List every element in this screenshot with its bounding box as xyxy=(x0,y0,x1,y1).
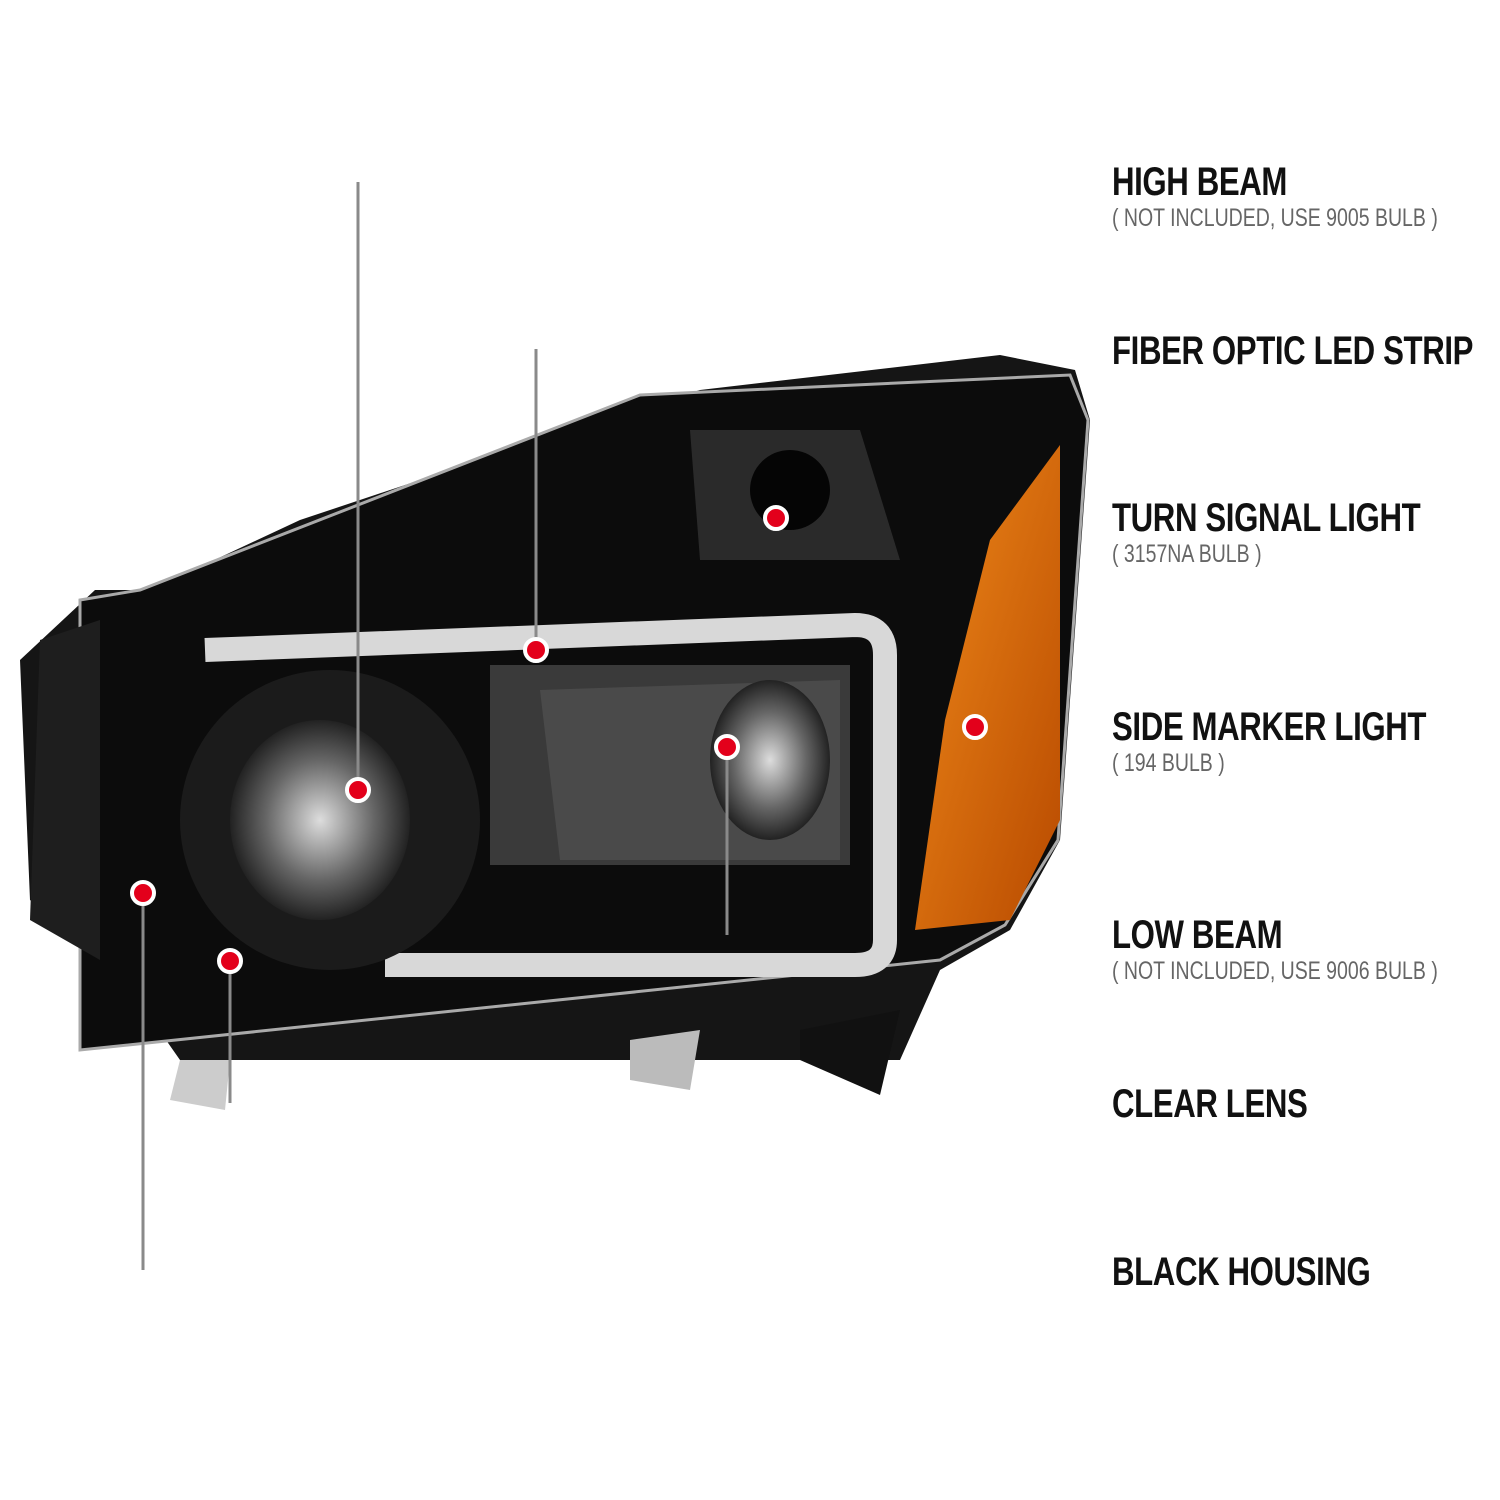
high-beam-dot xyxy=(345,777,371,803)
callout-lines xyxy=(141,180,1100,1272)
callout-low-beam: LOW BEAM ( NOT INCLUDED, USE 9006 BULB ) xyxy=(1112,915,1500,984)
callout-subtitle: ( 3157NA BULB ) xyxy=(1112,540,1262,568)
callout-side-marker-light: SIDE MARKER LIGHT ( 194 BULB ) xyxy=(1112,707,1500,776)
callout-title: SIDE MARKER LIGHT xyxy=(1112,705,1427,749)
callout-clear-lens: CLEAR LENS xyxy=(1112,1084,1363,1124)
black-housing-dot xyxy=(130,880,156,906)
callout-title: CLEAR LENS xyxy=(1112,1082,1308,1126)
callout-title: FIBER OPTIC LED STRIP xyxy=(1112,329,1474,373)
callout-black-housing: BLACK HOUSING xyxy=(1112,1252,1443,1292)
side-marker-lens xyxy=(915,445,1060,930)
clear-lens-dot xyxy=(217,948,243,974)
turn-signal-dot xyxy=(763,505,789,531)
callout-title: TURN SIGNAL LIGHT xyxy=(1112,496,1421,540)
fiber-strip-dot xyxy=(523,637,549,663)
callout-fiber-optic-led-strip: FIBER OPTIC LED STRIP xyxy=(1112,331,1500,371)
callout-subtitle: ( NOT INCLUDED, USE 9006 BULB ) xyxy=(1112,957,1438,985)
callout-high-beam: HIGH BEAM ( NOT INCLUDED, USE 9005 BULB … xyxy=(1112,162,1500,231)
callout-title: LOW BEAM xyxy=(1112,913,1283,957)
fiber-optic-led-strip xyxy=(204,613,897,977)
callout-subtitle: ( 194 BULB ) xyxy=(1112,749,1225,777)
callout-title: BLACK HOUSING xyxy=(1112,1250,1371,1294)
callout-subtitle: ( NOT INCLUDED, USE 9005 BULB ) xyxy=(1112,204,1438,232)
callout-turn-signal-light: TURN SIGNAL LIGHT ( 3157NA BULB ) xyxy=(1112,498,1500,567)
side-marker-dot xyxy=(962,714,988,740)
callout-title: HIGH BEAM xyxy=(1112,160,1288,204)
low-beam-dot xyxy=(714,734,740,760)
